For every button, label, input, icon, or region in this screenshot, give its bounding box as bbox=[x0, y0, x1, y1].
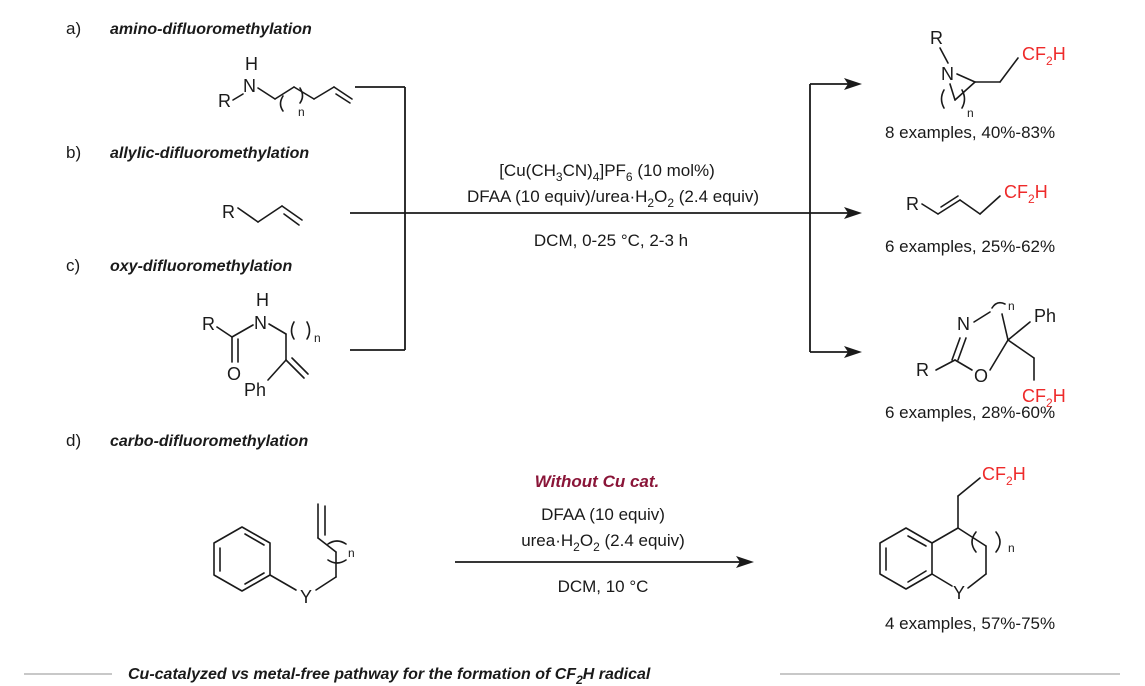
substrate-b-structure: R bbox=[222, 202, 303, 226]
svg-text:CF2H: CF2H bbox=[1022, 44, 1066, 68]
bottom-reaction-arrow bbox=[455, 556, 754, 568]
svg-text:H: H bbox=[256, 290, 269, 310]
svg-text:c): c) bbox=[66, 256, 80, 275]
svg-text:a): a) bbox=[66, 19, 81, 38]
product-b-structure: R CF2H bbox=[906, 182, 1048, 215]
svg-text:d): d) bbox=[66, 431, 81, 450]
svg-text:urea·H2O2 (2.4 equiv): urea·H2O2 (2.4 equiv) bbox=[521, 531, 685, 554]
svg-text:Without Cu cat.: Without Cu cat. bbox=[535, 472, 660, 491]
product-a-structure: R N n CF2H bbox=[930, 28, 1066, 120]
section-a-label: a) amino-difluoromethylation bbox=[66, 19, 312, 38]
yield-d: 4 examples, 57%-75% bbox=[885, 614, 1055, 633]
svg-text:amino-difluoromethylation: amino-difluoromethylation bbox=[110, 21, 312, 38]
svg-text:n: n bbox=[314, 331, 321, 345]
svg-text:n: n bbox=[348, 546, 355, 560]
product-d-structure: Y n CF2H bbox=[879, 464, 1026, 603]
section-c-label: c) oxy-difluoromethylation bbox=[66, 256, 292, 275]
svg-text:n: n bbox=[967, 106, 974, 120]
section-d-label: d) carbo-difluoromethylation bbox=[66, 431, 308, 450]
svg-text:DFAA (10 equiv)/urea·H2O2 (2.4: DFAA (10 equiv)/urea·H2O2 (2.4 equiv) bbox=[467, 187, 759, 210]
svg-text:N: N bbox=[957, 314, 970, 334]
svg-text:Ph: Ph bbox=[1034, 306, 1056, 326]
yield-a: 8 examples, 40%-83% bbox=[885, 123, 1055, 142]
substrate-a-structure: R N H n bbox=[218, 54, 353, 119]
svg-text:R: R bbox=[222, 202, 235, 222]
svg-text:DCM, 10 °C: DCM, 10 °C bbox=[558, 577, 649, 596]
yield-c: 6 examples, 28%-60% bbox=[885, 403, 1055, 422]
svg-text:R: R bbox=[218, 91, 231, 111]
svg-text:Y: Y bbox=[300, 587, 312, 607]
svg-text:DFAA (10 equiv): DFAA (10 equiv) bbox=[541, 505, 665, 524]
svg-text:Ph: Ph bbox=[244, 380, 266, 400]
svg-text:n: n bbox=[1008, 299, 1015, 313]
section-b-label: b) allylic-difluoromethylation bbox=[66, 143, 309, 162]
svg-text:CF2H: CF2H bbox=[1022, 386, 1066, 410]
substrate-d-structure: Y n bbox=[213, 503, 355, 607]
svg-text:R: R bbox=[202, 314, 215, 334]
svg-text:CF2H: CF2H bbox=[982, 464, 1026, 488]
top-conditions: [Cu(CH3CN)4]PF6 (10 mol%) DFAA (10 equiv… bbox=[467, 161, 759, 250]
bottom-conditions: Without Cu cat. DFAA (10 equiv) urea·H2O… bbox=[521, 472, 685, 596]
svg-text:R: R bbox=[906, 194, 919, 214]
svg-text:O: O bbox=[227, 364, 241, 384]
svg-text:oxy-difluoromethylation: oxy-difluoromethylation bbox=[110, 258, 292, 275]
svg-text:R: R bbox=[916, 360, 929, 380]
svg-text:carbo-difluoromethylation: carbo-difluoromethylation bbox=[110, 433, 308, 450]
svg-text:b): b) bbox=[66, 143, 81, 162]
product-c-structure: N R O n Ph CF2H bbox=[916, 299, 1066, 410]
svg-text:H: H bbox=[245, 54, 258, 74]
svg-text:R: R bbox=[930, 28, 943, 48]
svg-text:[Cu(CH3CN)4]PF6 (10 mol%): [Cu(CH3CN)4]PF6 (10 mol%) bbox=[499, 161, 715, 184]
svg-text:DCM, 0-25 °C, 2-3 h: DCM, 0-25 °C, 2-3 h bbox=[534, 231, 688, 250]
substrate-c-structure: R O N H n Ph bbox=[202, 290, 321, 400]
svg-text:allylic-difluoromethylation: allylic-difluoromethylation bbox=[110, 145, 309, 162]
yield-b: 6 examples, 25%-62% bbox=[885, 237, 1055, 256]
svg-text:n: n bbox=[298, 105, 305, 119]
svg-text:Y: Y bbox=[953, 583, 965, 603]
svg-text:n: n bbox=[1008, 541, 1015, 555]
svg-text:N: N bbox=[243, 76, 256, 96]
svg-text:N: N bbox=[941, 64, 954, 84]
svg-text:CF2H: CF2H bbox=[1004, 182, 1048, 206]
svg-text:N: N bbox=[254, 313, 267, 333]
footer-caption: Cu-catalyzed vs metal-free pathway for t… bbox=[128, 666, 651, 686]
top-reaction-arrows bbox=[350, 78, 862, 358]
svg-text:O: O bbox=[974, 366, 988, 386]
